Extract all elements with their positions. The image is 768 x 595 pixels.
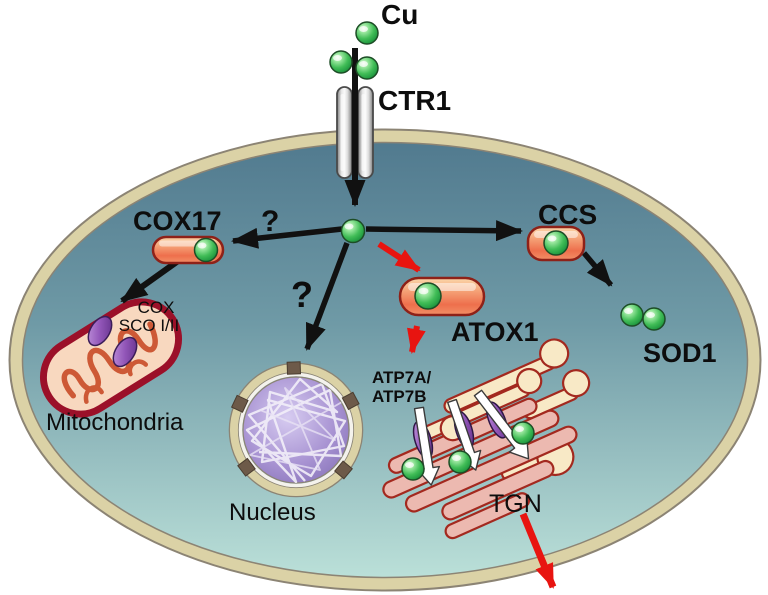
copper-ion	[401, 457, 425, 481]
cristae	[61, 321, 158, 399]
arrow-ccs-to-sod1	[581, 251, 614, 287]
cell-membrane-outer-outline	[8, 128, 762, 592]
chromatin-web	[245, 377, 347, 483]
copper-ion	[448, 450, 472, 474]
cox17-question-mark: ?	[261, 205, 279, 238]
mitochondria-label: Mitochondria	[46, 409, 184, 436]
channel-highlight	[340, 94, 345, 171]
copper-ion	[543, 230, 569, 256]
ccs-label: CCS	[538, 199, 597, 230]
cu-label: Cu	[381, 0, 418, 30]
arrow-to-cox17	[231, 226, 343, 249]
cox17-label: COX17	[133, 206, 222, 236]
copper-ion	[355, 21, 379, 45]
transport-arrow-icon	[473, 389, 530, 460]
ctr1-channel	[336, 86, 374, 179]
copper-ion	[193, 237, 219, 263]
red-arrow-atox1-to-tgn	[407, 325, 426, 354]
atox1-label: ATOX1	[451, 317, 539, 347]
cox-label: COX	[138, 298, 175, 317]
nucleus-label: Nucleus	[229, 499, 316, 526]
copper-ion	[329, 50, 353, 74]
copper-ion	[414, 282, 442, 310]
arrow-to-ccs	[365, 220, 523, 242]
copper-ion	[340, 218, 366, 244]
nucleus-question-mark: ?	[291, 274, 313, 315]
copper-ion	[620, 303, 644, 327]
ctr1-label: CTR1	[378, 85, 451, 116]
nuclear-pore	[286, 361, 302, 375]
nuclear-pore	[334, 460, 353, 480]
copper-ions	[193, 21, 666, 481]
cristae	[83, 359, 149, 404]
atox1-capsule	[398, 276, 486, 317]
atp7a-label: ATP7A/	[372, 368, 431, 387]
sco-protein-icon	[112, 336, 138, 368]
sco-label: SCO I/II	[119, 316, 179, 335]
arrow-to-nucleus	[304, 242, 350, 351]
nucleus-icon	[228, 361, 364, 498]
copper-ion	[511, 421, 535, 445]
red-arrow-tgn-secretion	[519, 512, 557, 589]
nuclear-pore	[230, 394, 249, 413]
red-arrow-to-atox1	[377, 241, 421, 273]
sco-protein-icon	[87, 315, 113, 347]
copper-ion	[642, 307, 666, 331]
arrow-cox17-to-mitochondria	[120, 258, 180, 304]
sod1-label: SOD1	[643, 338, 717, 368]
channel-highlight	[361, 94, 366, 171]
tgn-label: TGN	[489, 490, 542, 518]
copper-ion	[355, 56, 379, 80]
mitochondria-icon	[39, 298, 183, 418]
nuclear-pore	[341, 391, 360, 411]
nuclear-pore	[237, 457, 256, 477]
cell-membrane-inner-outline	[21, 141, 749, 579]
atp7b-label: ATP7B	[372, 387, 426, 406]
